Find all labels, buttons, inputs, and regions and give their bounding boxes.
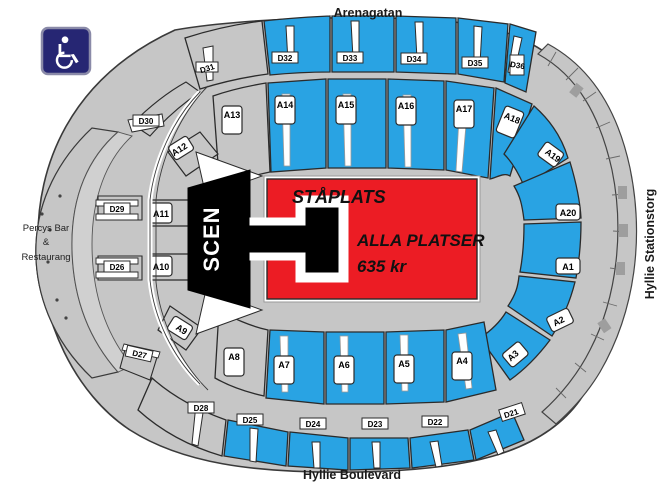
section-row-top-a: A13 A14 A15 A16 A17 A1	[212, 78, 569, 192]
section-label: D27	[131, 349, 148, 361]
right-walkway	[537, 43, 638, 425]
section-label: A20	[560, 208, 577, 218]
section-A2[interactable]: A2	[507, 275, 576, 337]
section-label: A14	[277, 100, 294, 110]
standing-area-label: STÅPLATS	[292, 187, 386, 207]
section-label: A4	[456, 356, 468, 366]
section-D24[interactable]: D24	[287, 417, 349, 471]
section-label: A5	[398, 359, 410, 369]
section-label: D28	[194, 404, 209, 413]
section-label: D22	[428, 418, 443, 427]
section-A20[interactable]: A20	[513, 161, 582, 221]
section-D29[interactable]: D29	[95, 195, 143, 221]
section-A14[interactable]: A14	[267, 78, 327, 173]
section-A5[interactable]: A5	[385, 329, 445, 405]
section-row-right-a: A20 A1 A2 A3	[479, 161, 582, 381]
section-D26[interactable]: D26	[95, 255, 143, 281]
section-label: D34	[407, 55, 422, 64]
section-label: D35	[468, 59, 483, 68]
section-label: D25	[243, 416, 258, 425]
section-label: D24	[306, 420, 321, 429]
catwalk-block	[249, 207, 339, 273]
section-label: D21	[503, 407, 520, 420]
section-label: D33	[343, 54, 358, 63]
stage-label: SCEN	[199, 206, 224, 271]
section-D21[interactable]: D21	[469, 401, 526, 461]
street-label-hyllie-boulevard: Hyllie Boulevard	[303, 468, 401, 482]
section-label: A16	[398, 101, 415, 111]
section-label: D31	[199, 62, 216, 75]
section-D32[interactable]: D32	[263, 15, 331, 76]
percys-bar-area: Percys Bar & Restaurang	[21, 127, 133, 379]
section-D30[interactable]: D30	[127, 81, 201, 137]
price-label-line2: 635 kr	[357, 257, 408, 276]
section-row-bottom-a: A8 A7 A6 A5 A4	[214, 308, 497, 405]
concourse-ring	[147, 85, 209, 391]
section-D31[interactable]: D31	[184, 20, 269, 90]
section-A4[interactable]: A4	[445, 321, 497, 403]
section-label: D30	[139, 117, 154, 126]
street-label-hyllie-stationstorg: Hyllie Stationstorg	[643, 189, 657, 299]
section-row-bottom-d: D28 D25 D24 D23 D22	[137, 376, 526, 471]
section-label: A6	[338, 360, 350, 370]
section-label: D36	[509, 60, 526, 72]
section-A16[interactable]: A16	[387, 78, 445, 171]
arena-floor: SCEN STÅPLATS ALLA PLATSER 635 kr	[187, 151, 485, 335]
section-D27[interactable]: D27	[119, 343, 161, 381]
section-row-top-d: D31 D32 D33 D34 D35	[184, 15, 537, 93]
section-label: A15	[338, 100, 355, 110]
section-label: D32	[278, 54, 293, 63]
section-D28[interactable]: D28	[137, 376, 227, 457]
section-label: A10	[153, 262, 170, 272]
percys-bar-line1: Percys Bar	[23, 223, 69, 234]
section-label: A13	[224, 110, 241, 120]
section-row-left-d: D30 D29 D26 D27	[95, 81, 201, 381]
section-A17[interactable]: A17	[445, 80, 495, 179]
percys-bar-line2: &	[43, 237, 50, 248]
section-label: D23	[368, 420, 383, 429]
price-label-line1: ALLA PLATSER	[356, 231, 485, 250]
section-A19[interactable]: A19	[503, 105, 569, 187]
section-D35[interactable]: D35	[457, 17, 509, 83]
section-label: A7	[278, 360, 290, 370]
section-A6[interactable]: A6	[325, 331, 385, 405]
section-A15[interactable]: A15	[327, 78, 387, 169]
section-A12[interactable]: A12	[167, 131, 219, 177]
section-D23[interactable]: D23	[349, 417, 411, 471]
section-label: D26	[110, 263, 125, 272]
section-D36[interactable]: D36	[504, 23, 537, 93]
percys-bar-line3: Restaurang	[21, 252, 70, 263]
section-D34[interactable]: D34	[395, 15, 457, 75]
section-label: A17	[456, 104, 473, 114]
section-label: A8	[228, 352, 240, 362]
section-A7[interactable]: A7	[265, 329, 325, 405]
section-D33[interactable]: D33	[331, 15, 395, 73]
section-label: D29	[110, 205, 125, 214]
section-label: A1	[562, 262, 574, 272]
section-label: A2	[551, 314, 566, 328]
street-label-arenagatan: Arenagatan	[334, 6, 403, 20]
section-D22[interactable]: D22	[409, 415, 475, 469]
wheelchair-icon[interactable]	[40, 26, 92, 76]
section-label: A11	[153, 209, 169, 219]
section-D25[interactable]: D25	[223, 413, 289, 467]
section-A18[interactable]: A18	[489, 87, 533, 180]
section-A1[interactable]: A1	[519, 221, 582, 279]
stage-block[interactable]	[187, 169, 251, 309]
